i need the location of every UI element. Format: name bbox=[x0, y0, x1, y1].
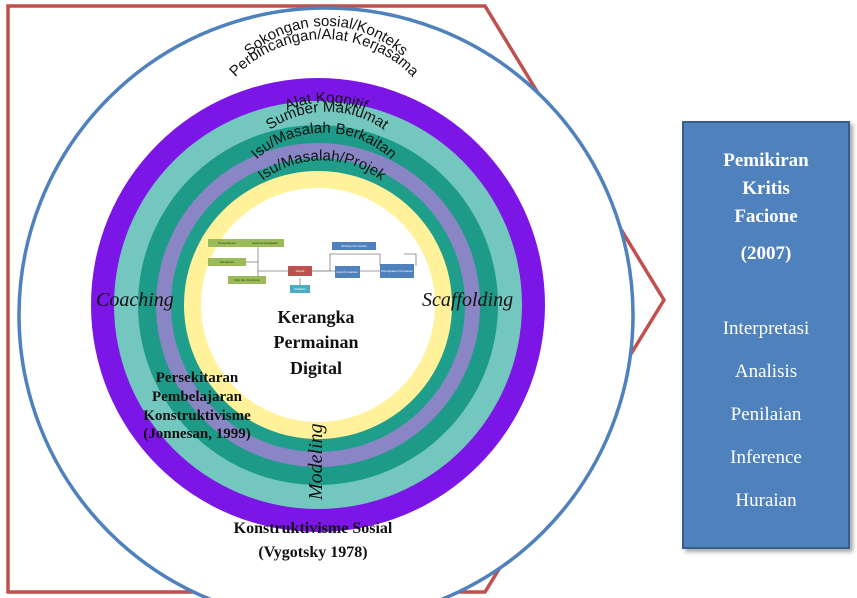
box-item: Huraian bbox=[735, 490, 797, 511]
environment-label-line: (Jonnesan, 1999) bbox=[143, 426, 251, 442]
flow-node-label: Strategi Permainan bbox=[341, 244, 367, 248]
flow-node-label: Aktiviti bbox=[296, 269, 305, 273]
center-title-line: Digital bbox=[290, 358, 342, 378]
flow-node-label: Pengetahuan bbox=[218, 241, 236, 245]
box-item: Analisis bbox=[734, 361, 798, 382]
flow-node bbox=[228, 276, 266, 284]
flow-node bbox=[246, 239, 284, 247]
flow-node-label: Refleksi bbox=[295, 287, 306, 291]
flow-node-label: Hasil Pembelajaran bbox=[252, 241, 278, 245]
flow-node-label: Kemahiran bbox=[220, 260, 235, 264]
flow-node bbox=[288, 266, 312, 276]
environment-label-line: Persekitaran bbox=[156, 370, 239, 386]
environment-label-line: Pembelajaran bbox=[152, 389, 243, 405]
center-title-line: Kerangka bbox=[277, 307, 354, 327]
flow-node bbox=[332, 242, 376, 250]
coaching-label: Coaching bbox=[96, 289, 174, 311]
environment-label: Persekitaran Pembelajaran Konstruktivism… bbox=[143, 370, 251, 442]
flow-node-label: Nilai dan Pemikiran bbox=[234, 278, 260, 282]
flow-node bbox=[380, 264, 414, 278]
scaffolding-label: Scaffolding bbox=[422, 289, 513, 311]
box-item: Penilaian bbox=[730, 404, 802, 425]
modeling-label: Modeling bbox=[305, 423, 327, 501]
flow-node bbox=[208, 258, 246, 266]
center-title: Kerangka Permainan Digital bbox=[274, 307, 359, 378]
box-item: Interpretasi bbox=[722, 318, 810, 339]
social-label: Konstruktivisme Sosial (Vygotsky 1978) bbox=[234, 520, 393, 561]
social-label-line: Konstruktivisme Sosial bbox=[234, 520, 393, 537]
box-title-line: Kritis bbox=[742, 178, 790, 199]
social-label-line: (Vygotsky 1978) bbox=[258, 544, 367, 561]
environment-label-line: Konstruktivisme bbox=[143, 408, 251, 424]
box-item: Inference bbox=[730, 447, 802, 468]
flow-node-label: Aras Permainan bbox=[336, 270, 358, 274]
box-title-line: Facione bbox=[734, 206, 798, 227]
box-title: Pemikiran Kritis Facione bbox=[684, 147, 848, 231]
box-title-line: Pemikiran bbox=[723, 150, 809, 171]
mini-flowchart: Pengetahuan Hasil Pembelajaran Kemahiran… bbox=[208, 239, 417, 293]
flow-node-label: Peningkatan Permainan bbox=[381, 269, 413, 273]
center-title-line: Permainan bbox=[274, 332, 359, 352]
flow-node bbox=[208, 239, 246, 247]
flow-node bbox=[335, 266, 360, 278]
center-circle bbox=[201, 188, 435, 422]
critical-thinking-box: Pemikiran Kritis Facione (2007) Interpre… bbox=[682, 121, 850, 549]
flow-node bbox=[290, 285, 310, 293]
box-year: (2007) bbox=[740, 243, 792, 264]
box-list: Interpretasi Analisis Penilaian Inferenc… bbox=[684, 307, 848, 522]
